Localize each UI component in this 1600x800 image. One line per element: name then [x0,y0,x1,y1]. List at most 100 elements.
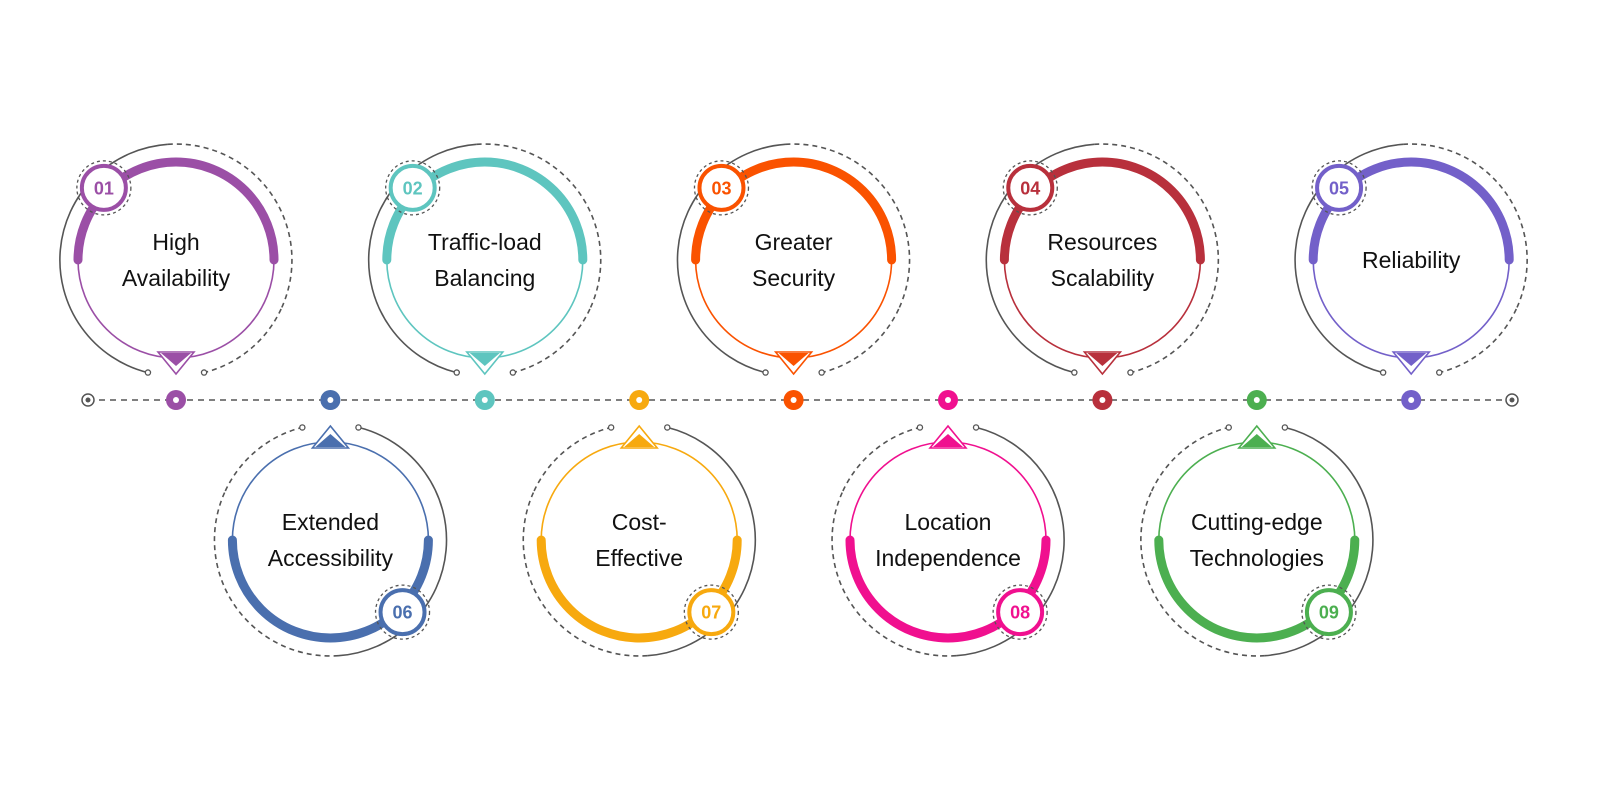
step-number-badge: 01 [76,160,132,216]
outer-ring [985,143,1095,374]
badge-dashed-ring [374,584,431,640]
ring-end-dot [299,424,306,431]
accent-arc [691,157,897,265]
outer-ring-dashed-right [842,426,921,492]
badge-circle [697,163,746,212]
ring-end-dot [453,369,460,376]
outer-ring-dashed-right [1130,308,1209,374]
timeline-start-cap [81,393,95,407]
card-title-line: Independence [875,545,1021,571]
outer-ring-dashed-right [203,308,282,374]
step-number: 07 [701,603,721,623]
timeline [81,390,1519,410]
badge-dashed-ring [992,584,1048,640]
pointer-icon [1087,353,1118,366]
outer-ring-dashed-right [821,308,900,374]
outer-ring-dashed-left [831,490,957,657]
card-title-line: Technologies [1190,545,1324,571]
outer-ring [1294,143,1404,374]
outer-ring [647,426,757,657]
timeline-node-06 [320,390,341,410]
card-title-line: Availability [122,265,231,291]
accent-arc [536,535,742,643]
outer-ring [338,426,448,657]
accent-arc [73,157,279,265]
accent-arc [999,157,1205,265]
step-number: 02 [403,178,423,198]
card-title-line: Resources [1047,229,1157,255]
step-number: 03 [711,178,731,198]
ring-end-dot [1379,369,1387,376]
timeline-node-01 [166,390,186,410]
step-number: 04 [1020,178,1040,198]
outer-ring [1264,426,1374,657]
ring-end-dot [509,369,517,376]
step-number: 01 [94,178,114,198]
ring-end-dot [1071,369,1078,376]
step-number: 09 [1319,603,1339,623]
ring-end-dot [1127,369,1134,376]
card-title-line: High [152,229,199,255]
pointer-icon [1396,353,1427,366]
outer-ring [367,143,477,374]
outer-ring-dashed-left [213,490,339,657]
badge-circle [996,588,1045,637]
outer-ring [676,143,786,374]
pointer-icon [161,353,191,366]
step-number-badge: 09 [1301,584,1357,640]
card-title-line: Accessibility [268,545,394,571]
card-title-line: Location [905,509,992,535]
timeline-node-03 [783,390,804,410]
badge-circle [687,588,736,637]
outer-ring-dashed-left [476,143,602,310]
card-title-line: Extended [282,509,379,535]
ring-end-dot [1436,369,1443,376]
timeline-node-02 [474,390,495,410]
card-title-line: Balancing [434,265,535,291]
badge-dashed-ring [1301,584,1357,640]
ring-end-dot [607,424,615,431]
ring-end-dot [972,424,980,431]
badge-dashed-ring [1002,160,1058,216]
step-number: 06 [393,603,413,623]
outer-ring-dashed-left [522,490,648,657]
outer-ring-dashed-right [224,426,303,492]
badge-circle [378,588,427,637]
step-number-badge: 03 [693,160,750,216]
ring-end-dot [200,369,208,376]
step-number-badge: 02 [385,160,441,216]
outer-ring-dashed-right [533,426,612,492]
badge-circle [1315,163,1364,212]
timeline-node-08 [938,390,958,410]
card-title-line: Effective [595,545,683,571]
accent-arc [1154,535,1360,643]
badge-dashed-ring [683,584,739,640]
ring-end-dot [1225,424,1232,431]
badge-dashed-ring [1311,160,1367,216]
timeline-end-cap [1505,393,1519,407]
step-number-badge: 07 [683,584,739,640]
step-number-badge: 06 [374,584,431,640]
badge-circle [79,163,128,212]
outer-ring [59,143,168,374]
outer-ring-dashed-left [785,143,911,310]
card-title-line: Greater [755,229,833,255]
pointer-icon [469,353,500,366]
step-number-badge: 05 [1311,160,1367,216]
outer-ring-dashed-left [1403,143,1528,310]
outer-ring-dashed-right [512,308,591,374]
badge-circle [1006,163,1055,212]
outer-ring-dashed-left [1140,490,1265,657]
timeline-node-09 [1246,390,1267,410]
outer-ring-dashed-left [1094,143,1220,310]
pointer-icon [1241,434,1272,447]
accent-arc [227,535,433,643]
ring-end-dot [664,424,671,431]
card-title-line: Cutting-edge [1191,509,1323,535]
